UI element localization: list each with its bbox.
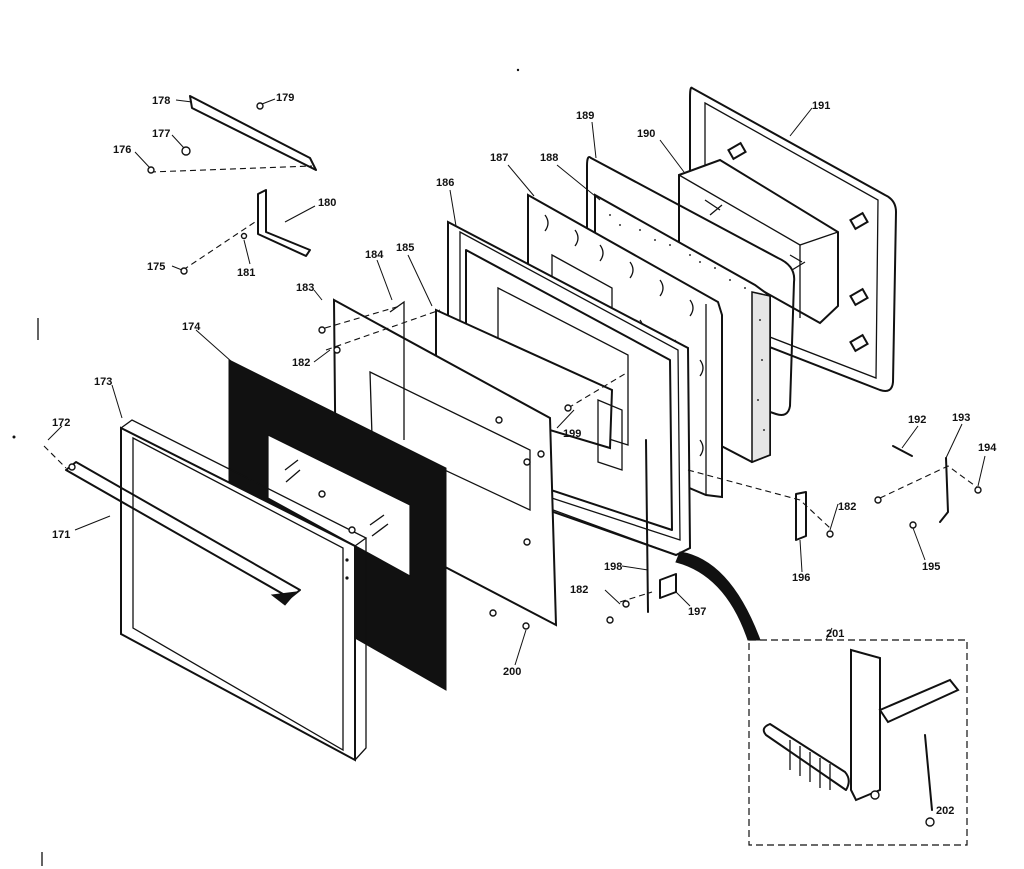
label-188: 188 <box>540 152 558 164</box>
part-181-screw <box>240 232 248 240</box>
small-hardware <box>147 102 982 630</box>
label-196: 196 <box>792 572 810 584</box>
part-183-screw <box>318 326 326 334</box>
label-173: 173 <box>94 376 112 388</box>
label-176: 176 <box>113 144 131 156</box>
label-192: 192 <box>908 414 926 426</box>
part-177-screw <box>181 146 191 156</box>
part-198-strip <box>645 439 649 613</box>
label-187: 187 <box>490 152 508 164</box>
part-180-hinge-bracket <box>257 189 311 257</box>
label-193: 193 <box>952 412 970 424</box>
label-198: 198 <box>604 561 622 573</box>
part-174-black-door-glass <box>228 359 447 691</box>
label-202: 202 <box>936 805 954 817</box>
scan-specks <box>12 68 520 866</box>
label-177: 177 <box>152 128 170 140</box>
label-182-a: 182 <box>292 357 310 369</box>
label-184: 184 <box>365 249 384 261</box>
part-192-pin <box>892 445 913 457</box>
part-193-hinge-arm <box>939 457 949 523</box>
part-175-screw <box>180 267 188 275</box>
part-171-handle <box>65 461 301 606</box>
label-197: 197 <box>688 606 706 618</box>
label-180: 180 <box>318 197 336 209</box>
part-number-labels: 171 172 173 174 175 176 177 178 179 180 … <box>52 92 997 817</box>
label-186: 186 <box>436 177 454 189</box>
part-178-top-rail <box>189 95 317 171</box>
label-178: 178 <box>152 95 170 107</box>
label-175: 175 <box>147 261 165 273</box>
part-191-back-frame <box>689 86 897 392</box>
label-200: 200 <box>503 666 521 678</box>
part-196-bracket <box>795 491 807 541</box>
label-179: 179 <box>276 92 294 104</box>
label-172: 172 <box>52 417 70 429</box>
label-183: 183 <box>296 282 314 294</box>
screw-alignment-lines <box>43 165 979 603</box>
label-182-b: 182 <box>570 584 588 596</box>
label-194: 194 <box>978 442 997 454</box>
part-173-outer-door-frame <box>120 419 368 762</box>
label-195: 195 <box>922 561 940 573</box>
label-201: 201 <box>826 628 844 640</box>
part-179-screw <box>256 102 264 110</box>
part-176-screw <box>147 166 155 174</box>
label-199: 199 <box>563 428 581 440</box>
label-182-c: 182 <box>838 501 856 513</box>
label-190: 190 <box>637 128 655 140</box>
label-171: 171 <box>52 529 70 541</box>
part-201-hinge-detail <box>675 551 968 846</box>
leader-lines <box>47 98 986 666</box>
label-185: 185 <box>396 242 414 254</box>
part-189-gasket <box>586 156 796 416</box>
label-174: 174 <box>182 321 201 333</box>
part-197-clip <box>659 573 677 599</box>
label-189: 189 <box>576 110 594 122</box>
label-191: 191 <box>812 100 830 112</box>
label-181: 181 <box>237 267 255 279</box>
